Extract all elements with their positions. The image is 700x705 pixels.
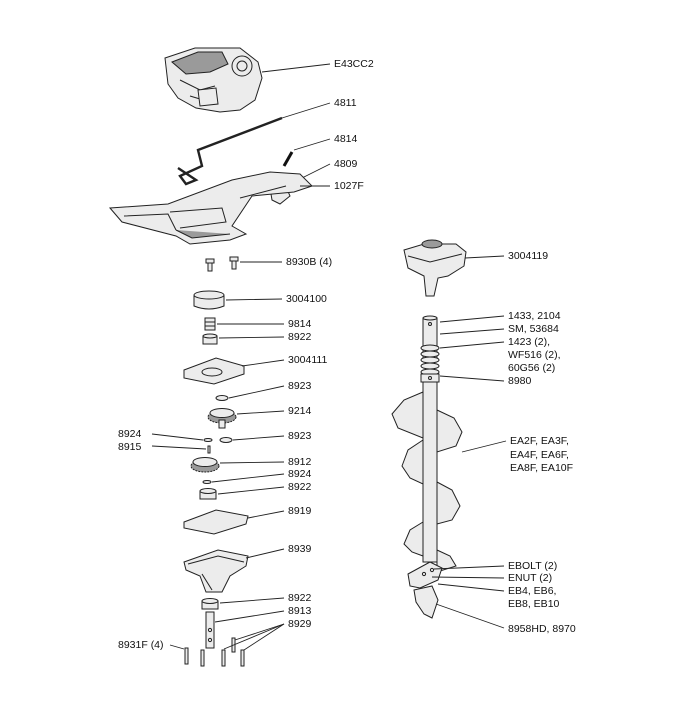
bearing-c-part	[201, 598, 219, 610]
blade-part	[407, 561, 443, 589]
label-9214: 9214	[288, 405, 312, 417]
washer-b-part	[219, 437, 233, 443]
label-eb-line1: EB4, EB6,	[508, 585, 556, 597]
label-8931f: 8931F (4)	[118, 639, 164, 651]
label-8924-right: 8924	[288, 468, 312, 480]
gasket-part	[183, 509, 249, 535]
label-8919: 8919	[288, 505, 312, 517]
bearing-part	[202, 333, 218, 345]
label-e43cc2: E43CC2	[334, 58, 374, 70]
label-3004119: 3004119	[508, 250, 548, 262]
label-4811: 4811	[334, 97, 357, 109]
engine-part	[164, 47, 263, 113]
washer-part	[215, 395, 229, 401]
label-1433-2104: 1433, 2104	[508, 310, 561, 322]
label-8958hd-8970: 8958HD, 8970	[508, 623, 576, 635]
label-1423: 1423 (2),	[508, 336, 550, 348]
gear-9214-part	[207, 408, 237, 429]
auger-flighting-part	[391, 391, 463, 573]
small-washer-b-part	[202, 480, 212, 484]
output-shaft-part	[205, 611, 215, 649]
point-part	[413, 585, 439, 619]
label-ea-line1: EA2F, EA3F,	[510, 435, 569, 447]
label-8915: 8915	[118, 441, 142, 453]
label-8980: 8980	[508, 375, 532, 387]
label-8923-top: 8923	[288, 380, 312, 392]
label-8939: 8939	[288, 543, 312, 555]
gear-case-part	[183, 549, 249, 593]
label-8922-bottom: 8922	[288, 592, 312, 604]
label-enut: ENUT (2)	[508, 572, 552, 584]
label-8930b: 8930B (4)	[286, 256, 332, 268]
pin-8915-part	[207, 445, 211, 454]
auger-shaft-part	[420, 315, 440, 563]
label-8923-bottom: 8923	[288, 430, 312, 442]
label-8922-top: 8922	[288, 331, 312, 343]
label-1027f: 1027F	[334, 180, 364, 192]
label-4809: 4809	[334, 158, 358, 170]
gear-cover-part	[183, 357, 245, 385]
label-8913: 8913	[288, 605, 312, 617]
label-wf516: WF516 (2),	[508, 349, 561, 361]
label-3004100: 3004100	[286, 293, 327, 305]
label-8912: 8912	[288, 456, 312, 468]
label-ea-line3: EA8F, EA10F	[510, 462, 573, 474]
gear-8912-part	[190, 457, 220, 473]
label-ea-line2: EA4F, EA6F,	[510, 449, 569, 461]
small-washer-part	[203, 438, 213, 442]
cap-part	[193, 290, 225, 310]
bearing-b-part	[199, 488, 217, 500]
label-ebolt: EBOLT (2)	[508, 560, 557, 572]
pin-part	[282, 151, 294, 167]
label-eb-line2: EB8, EB10	[508, 598, 560, 610]
label-4814: 4814	[334, 133, 358, 145]
screws-part	[205, 256, 239, 272]
adapter-part	[403, 239, 467, 297]
label-8924-left: 8924	[118, 428, 142, 440]
label-8929: 8929	[288, 618, 312, 630]
label-3004111: 3004111	[288, 354, 327, 366]
label-sm-53684: SM, 53684	[508, 323, 559, 335]
label-8922-middle: 8922	[288, 481, 312, 493]
handle-frame-part	[108, 171, 313, 245]
fitting-part	[204, 317, 216, 331]
label-60g56: 60G56 (2)	[508, 362, 555, 374]
throttle-cable-part	[177, 116, 283, 186]
label-9814: 9814	[288, 318, 312, 330]
